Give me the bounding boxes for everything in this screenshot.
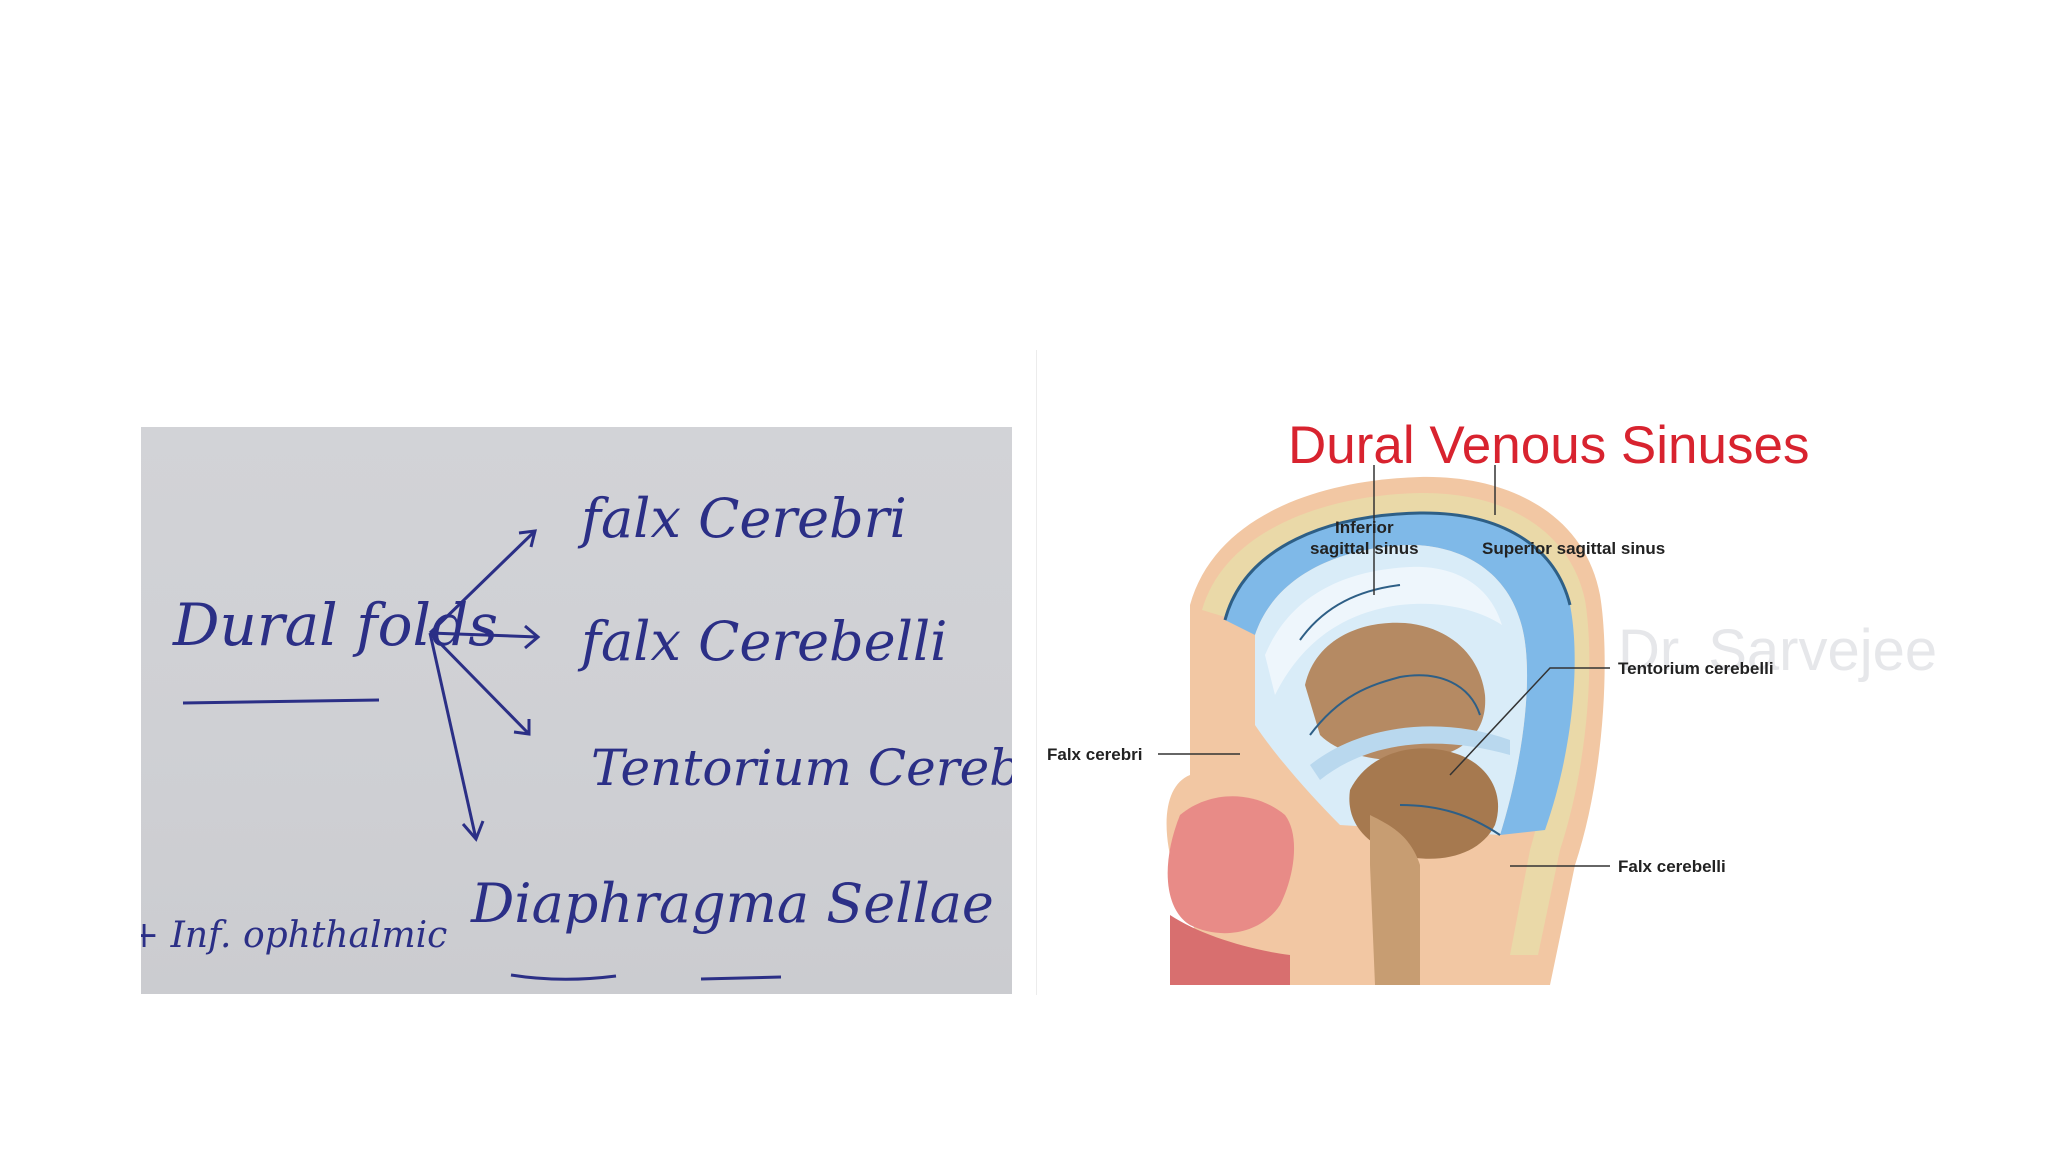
whiteboard-drawing: Dural folds falx Cerebri falx Cerebelli …: [141, 487, 1012, 981]
diagram-title: Dural Venous Sinuses: [1288, 416, 1810, 475]
panel-divider: [1036, 350, 1037, 995]
label-superior-sagittal-sinus: Superior sagittal sinus: [1482, 539, 1665, 558]
label-falx-cerebri: Falx cerebri: [1047, 745, 1142, 764]
falx-cerebri-shape: [1265, 566, 1502, 695]
dura-blue: [1225, 512, 1575, 835]
branch-arrows: [428, 529, 541, 842]
branch-diaphragma-sellae: Diaphragma Sellae: [470, 872, 994, 935]
branch-falx-cerebelli: falx Cerebelli: [577, 610, 947, 673]
watermark: Dr. Sarvejee: [1618, 618, 1937, 683]
brainstem: [1305, 622, 1486, 761]
arrow-3-head: [513, 719, 531, 736]
oral-cavity: [1170, 915, 1290, 985]
branch-falx-cerebri: falx Cerebri: [577, 487, 907, 550]
arrow-4-head: [461, 820, 485, 842]
sinus-vessels: [1223, 511, 1572, 836]
arrow-2: [429, 631, 539, 639]
arrow-1: [428, 529, 537, 635]
arrow-4: [428, 632, 478, 840]
arrow-2-head: [524, 624, 541, 650]
label-falx-cerebelli: Falx cerebelli: [1618, 857, 1726, 876]
arrow-1-head: [518, 529, 537, 548]
leader-lines: [1158, 465, 1610, 867]
tentorium-shape: [1310, 726, 1510, 780]
anatomy-figure: Dural Venous Sinuses Dr. Sarvejee: [1040, 395, 2040, 995]
skull-bone: [1202, 492, 1590, 955]
leader-tentorium: [1449, 667, 1610, 776]
whiteboard-photo: Dural folds falx Cerebri falx Cerebelli …: [141, 427, 1012, 994]
label-inferior-line2: sagittal sinus: [1310, 539, 1419, 558]
branch-tentorium-cerebelli: Tentorium Cerebelli: [591, 739, 1012, 797]
arrow-3: [428, 631, 531, 736]
label-inferior-line1: Inferior: [1335, 518, 1394, 537]
root-label: Dural folds: [172, 591, 498, 659]
partial-strokes: [510, 973, 782, 981]
anatomy-drawing: Dural Venous Sinuses Dr. Sarvejee: [1047, 416, 1937, 985]
root-underline: [182, 698, 380, 705]
spinal-cord: [1370, 815, 1420, 985]
label-tentorium-cerebelli: Tentorium cerebelli: [1618, 659, 1774, 678]
nasal-cavity: [1167, 796, 1295, 934]
fragment-text: + Inf. ophthalmic: [141, 915, 447, 956]
